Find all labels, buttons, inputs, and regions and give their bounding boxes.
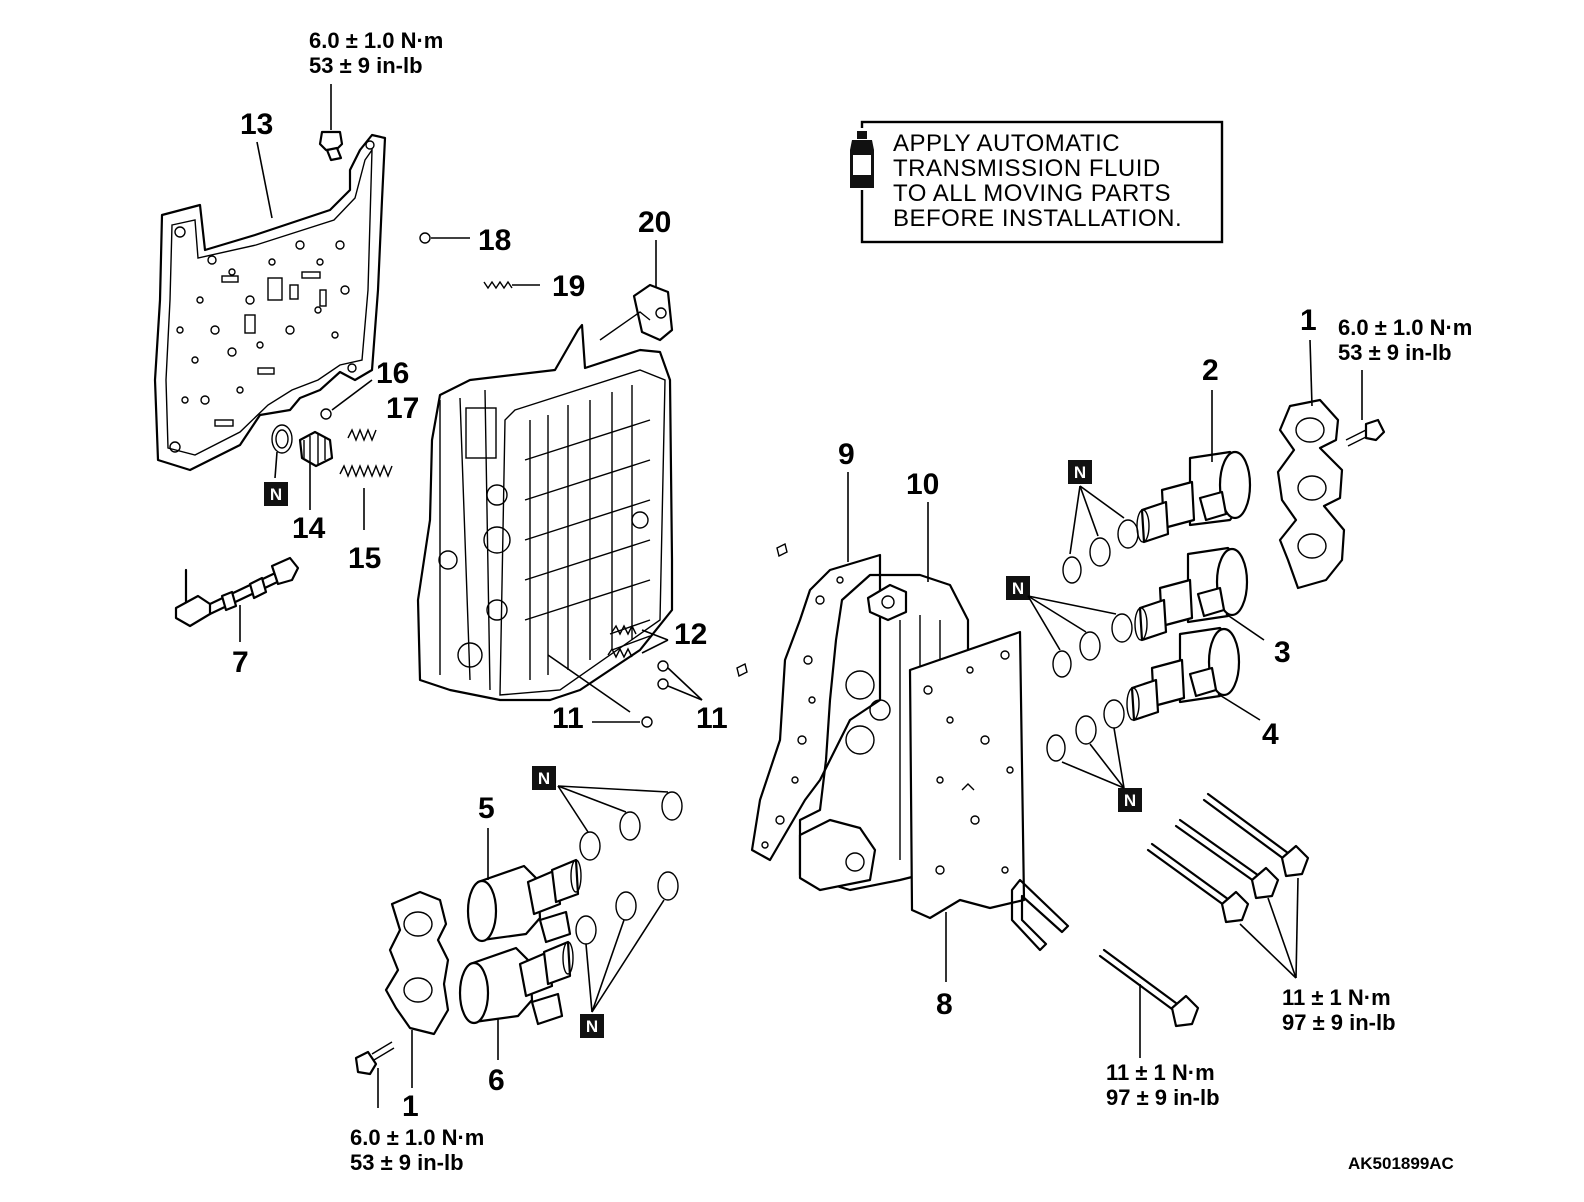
- callout-2: 2: [1202, 354, 1219, 387]
- long-bolt-bottom: [1098, 948, 1200, 1028]
- o-rings-right-1: [1062, 519, 1139, 584]
- torque-right-metric: 6.0 ± 1.0 N·m: [1338, 315, 1472, 340]
- torque-right-large-imperial: 97 ± 9 in-lb: [1282, 1010, 1396, 1035]
- callout-16: 16: [376, 357, 409, 390]
- o-ring-14: [271, 424, 293, 454]
- part-1-bracket-right: [1276, 398, 1346, 590]
- svg-text:N: N: [270, 485, 282, 504]
- o-rings-right-3: [1046, 699, 1125, 762]
- solenoid-6: [458, 940, 574, 1026]
- new-part-mark: N: [1006, 576, 1030, 600]
- callout-6: 6: [488, 1064, 505, 1097]
- callout-17: 17: [386, 392, 419, 425]
- long-bolts-right: [1146, 792, 1310, 924]
- callout-4: 4: [1262, 718, 1279, 751]
- svg-text:N: N: [538, 769, 550, 788]
- notice-line-2: TRANSMISSION FLUID: [893, 155, 1161, 182]
- torque-top-metric: 6.0 ± 1.0 N·m: [309, 28, 443, 53]
- torque-bottom-large-imperial: 97 ± 9 in-lb: [1106, 1085, 1220, 1110]
- new-part-mark: N: [1118, 788, 1142, 812]
- bolt-left-icon: [354, 1041, 395, 1076]
- callout-18: 18: [478, 224, 511, 257]
- callout-15: 15: [348, 542, 381, 575]
- callout-1-left: 1: [402, 1090, 419, 1123]
- notice-line-4: BEFORE INSTALLATION.: [893, 205, 1182, 232]
- svg-text:N: N: [1074, 463, 1086, 482]
- torque-left-imperial: 53 ± 9 in-lb: [350, 1150, 464, 1175]
- part-9-gasket: [750, 553, 882, 862]
- o-rings-left-2: [575, 871, 679, 945]
- new-part-mark: N: [264, 482, 288, 506]
- solenoid-5: [466, 858, 582, 944]
- torque-bottom-large-metric: 11 ± 1 N·m: [1106, 1060, 1215, 1085]
- o-rings-right-2: [1052, 613, 1133, 678]
- part-7-manual-valve: [174, 556, 300, 628]
- solenoid-4: [1126, 626, 1241, 722]
- torque-left-metric: 6.0 ± 1.0 N·m: [350, 1125, 484, 1150]
- solenoid-2: [1136, 450, 1252, 544]
- bolt-right-icon: [1345, 418, 1386, 447]
- callout-20: 20: [638, 206, 671, 239]
- callout-10: 10: [906, 468, 939, 501]
- torque-right-imperial: 53 ± 9 in-lb: [1338, 340, 1452, 365]
- new-part-mark: N: [580, 1014, 604, 1038]
- part-20-detent: [632, 283, 674, 342]
- svg-text:N: N: [1124, 791, 1136, 810]
- callout-13: 13: [240, 108, 273, 141]
- torque-right-large-metric: 11 ± 1 N·m: [1282, 985, 1391, 1010]
- part-1-bracket-left: [384, 890, 450, 1036]
- new-part-mark: N: [1068, 460, 1092, 484]
- part-10-lower-valve-body: [798, 573, 970, 892]
- notice-box: APPLY AUTOMATIC TRANSMISSION FLUID TO AL…: [845, 120, 1224, 244]
- notice-line-1: APPLY AUTOMATIC: [893, 130, 1120, 157]
- callout-5: 5: [478, 792, 495, 825]
- solenoid-3: [1134, 546, 1249, 642]
- callout-11-a: 11: [552, 702, 584, 735]
- part-13-separator-plate: [153, 133, 387, 472]
- callout-3: 3: [1274, 636, 1291, 669]
- callout-14: 14: [292, 512, 326, 545]
- notice-line-3: TO ALL MOVING PARTS: [893, 180, 1171, 207]
- fluid-bottle-icon: [845, 128, 879, 190]
- reference-code: AK501899AC: [1348, 1154, 1454, 1173]
- part-14-plug: [298, 430, 334, 468]
- part-8-cover-plate: [908, 630, 1026, 920]
- svg-text:N: N: [1012, 579, 1024, 598]
- torque-top-imperial: 53 ± 9 in-lb: [309, 53, 423, 78]
- callout-8: 8: [936, 988, 953, 1021]
- callout-19: 19: [552, 270, 585, 303]
- svg-text:N: N: [586, 1017, 598, 1036]
- callout-11-b: 11: [696, 702, 728, 735]
- bolt-top-icon: [318, 130, 344, 162]
- callout-1-right: 1: [1300, 304, 1317, 337]
- callout-7: 7: [232, 646, 249, 679]
- new-part-mark: N: [532, 766, 556, 790]
- o-rings-left-1: [579, 791, 683, 861]
- callout-12: 12: [674, 618, 707, 651]
- upper-valve-body: [416, 311, 674, 702]
- callout-9: 9: [838, 438, 855, 471]
